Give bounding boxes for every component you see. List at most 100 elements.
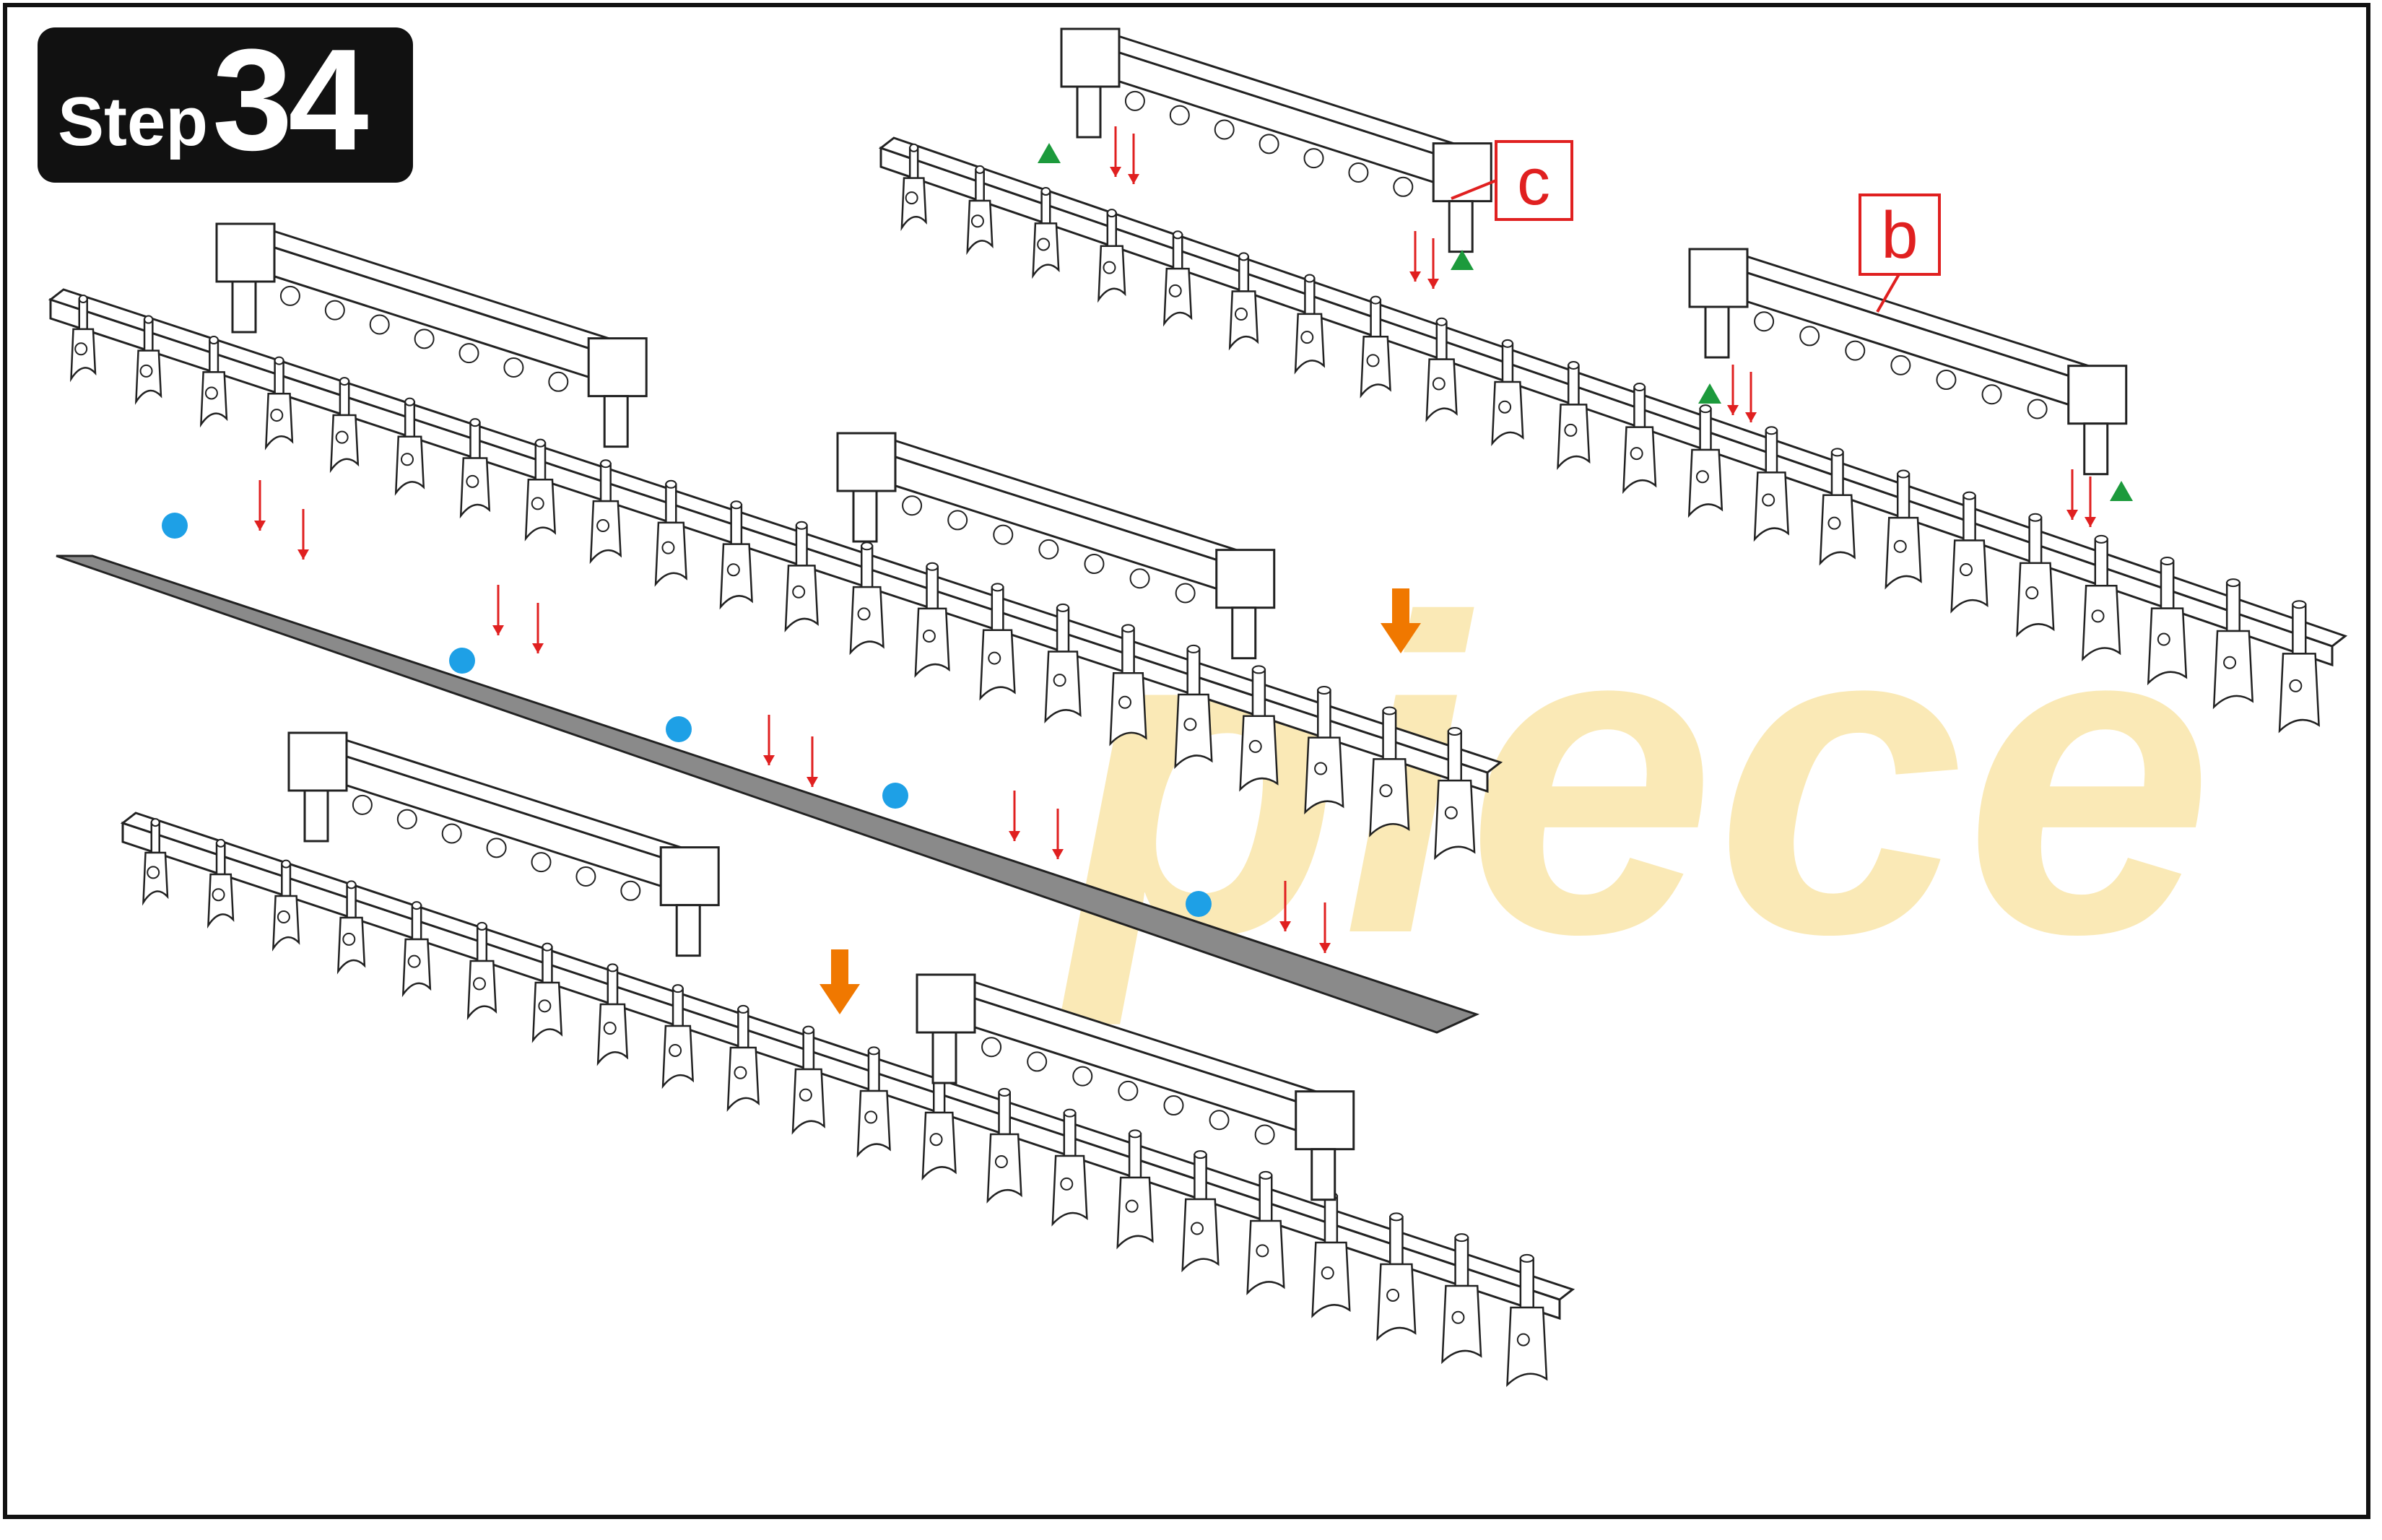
rail-assembly-bottom: [120, 812, 1575, 1388]
rail-piece: [1044, 603, 1082, 723]
slot-number-marker: [1027, 1051, 1048, 1072]
slot-number-marker: [503, 357, 524, 378]
slot-number-marker: [575, 866, 596, 887]
rail-piece: [1116, 1129, 1154, 1250]
rail-piece: [1304, 685, 1344, 815]
slot-number-marker: [279, 285, 300, 306]
rail-piece: [1950, 491, 1988, 614]
slot-number-marker: [2027, 399, 2048, 419]
red-down-arrow-icon: [1427, 238, 1439, 289]
rail-piece: [466, 921, 497, 1021]
rail-piece: [2016, 513, 2055, 638]
slot-number-marker: [1118, 1080, 1139, 1101]
slot-number-marker: [458, 343, 479, 364]
step-number: 34: [212, 19, 368, 180]
rail-piece: [1239, 665, 1279, 792]
rail-piece: [900, 143, 927, 232]
callout-c-label: c: [1517, 145, 1550, 219]
red-down-arrow-icon: [1009, 791, 1020, 841]
rail-assembly-top-right: [878, 136, 2348, 734]
slot-number-marker: [1348, 162, 1369, 183]
red-down-arrow-icon: [297, 509, 309, 560]
slot-number-marker: [396, 809, 417, 830]
slot-number-marker: [1303, 148, 1324, 169]
red-down-arrow-icon: [1110, 126, 1121, 177]
rail-piece: [1162, 230, 1193, 327]
rail-piece: [1051, 1108, 1088, 1227]
red-down-arrow-icon: [1409, 231, 1421, 282]
slot-number-marker: [1799, 326, 1820, 347]
rail-piece: [1441, 1233, 1482, 1365]
rail-piece: [271, 859, 300, 952]
slot-number-marker: [1163, 1095, 1184, 1116]
red-down-arrow-icon: [492, 585, 504, 635]
slot-number-marker: [1981, 384, 2002, 405]
rail-piece: [1376, 1212, 1417, 1341]
green-triangle-marker-icon: [1698, 383, 1721, 404]
callout-b: b: [1859, 193, 1941, 313]
gray-strip: [56, 554, 1480, 1034]
rail-piece: [401, 901, 432, 998]
rail-piece: [1174, 644, 1213, 770]
red-down-arrow-icon: [763, 715, 775, 765]
bracket-middle: [836, 432, 1276, 660]
rail-piece: [1753, 426, 1790, 542]
rail-piece: [986, 1087, 1022, 1204]
rail-piece: [1294, 274, 1326, 375]
red-down-arrow-icon: [2066, 469, 2078, 520]
rail-piece: [1434, 726, 1476, 861]
red-down-arrow-icon: [1052, 809, 1064, 859]
rail-piece: [2147, 556, 2188, 686]
slot-number-marker: [1936, 370, 1957, 391]
slot-number-marker: [1169, 105, 1190, 126]
step-badge: Step 34: [38, 27, 413, 183]
slot-number-marker: [1084, 554, 1105, 575]
slot-number-marker: [1175, 583, 1196, 604]
rail-piece: [329, 377, 360, 474]
slot-number-marker: [324, 300, 345, 321]
rail-piece: [979, 583, 1016, 701]
rail-piece: [1369, 706, 1410, 838]
rail-piece: [1097, 209, 1126, 303]
rail-assemblies: [48, 27, 2348, 1388]
rail-piece: [596, 963, 629, 1066]
slot-number-marker: [947, 510, 968, 531]
orange-down-arrow-icon: [1381, 588, 1421, 653]
slot-number-marker: [1072, 1066, 1093, 1087]
rail-piece: [914, 562, 950, 678]
slot-number-marker: [486, 838, 507, 858]
slot-number-marker: [1209, 1110, 1230, 1131]
blue-dot-marker-icon: [162, 513, 188, 539]
rail-piece: [2212, 578, 2254, 710]
slot-number-marker: [1129, 568, 1150, 589]
green-triangle-marker-icon: [1038, 143, 1061, 163]
green-triangle-marker-icon: [1451, 250, 1474, 270]
rail-piece: [531, 942, 563, 1043]
rail-piece: [459, 418, 491, 519]
slot-number-marker: [1038, 539, 1059, 560]
slot-number-marker: [1214, 119, 1235, 140]
rail-piece: [1819, 448, 1856, 566]
rail-piece: [1557, 360, 1591, 471]
rail-piece: [1506, 1253, 1548, 1388]
slot-number-marker: [352, 794, 373, 815]
rail-piece: [849, 541, 884, 656]
slot-number-marker: [902, 495, 923, 516]
slot-number-marker: [981, 1037, 1002, 1058]
rail-piece: [719, 500, 753, 610]
rail-piece: [336, 880, 366, 975]
rail-piece: [2278, 600, 2320, 734]
rail-piece: [1109, 624, 1147, 747]
rail-piece: [264, 356, 294, 451]
rail-piece: [661, 984, 695, 1089]
rail-piece: [524, 438, 557, 541]
red-down-arrow-icon: [1727, 365, 1739, 415]
slot-number-marker: [1754, 311, 1775, 332]
red-down-arrow-icon: [2085, 477, 2096, 527]
orange-down-arrow-icon: [820, 949, 860, 1014]
step-label: Step: [58, 83, 209, 160]
rail-piece: [1687, 404, 1724, 518]
callout-b-label: b: [1881, 199, 1918, 272]
rail-piece: [1885, 469, 1922, 590]
